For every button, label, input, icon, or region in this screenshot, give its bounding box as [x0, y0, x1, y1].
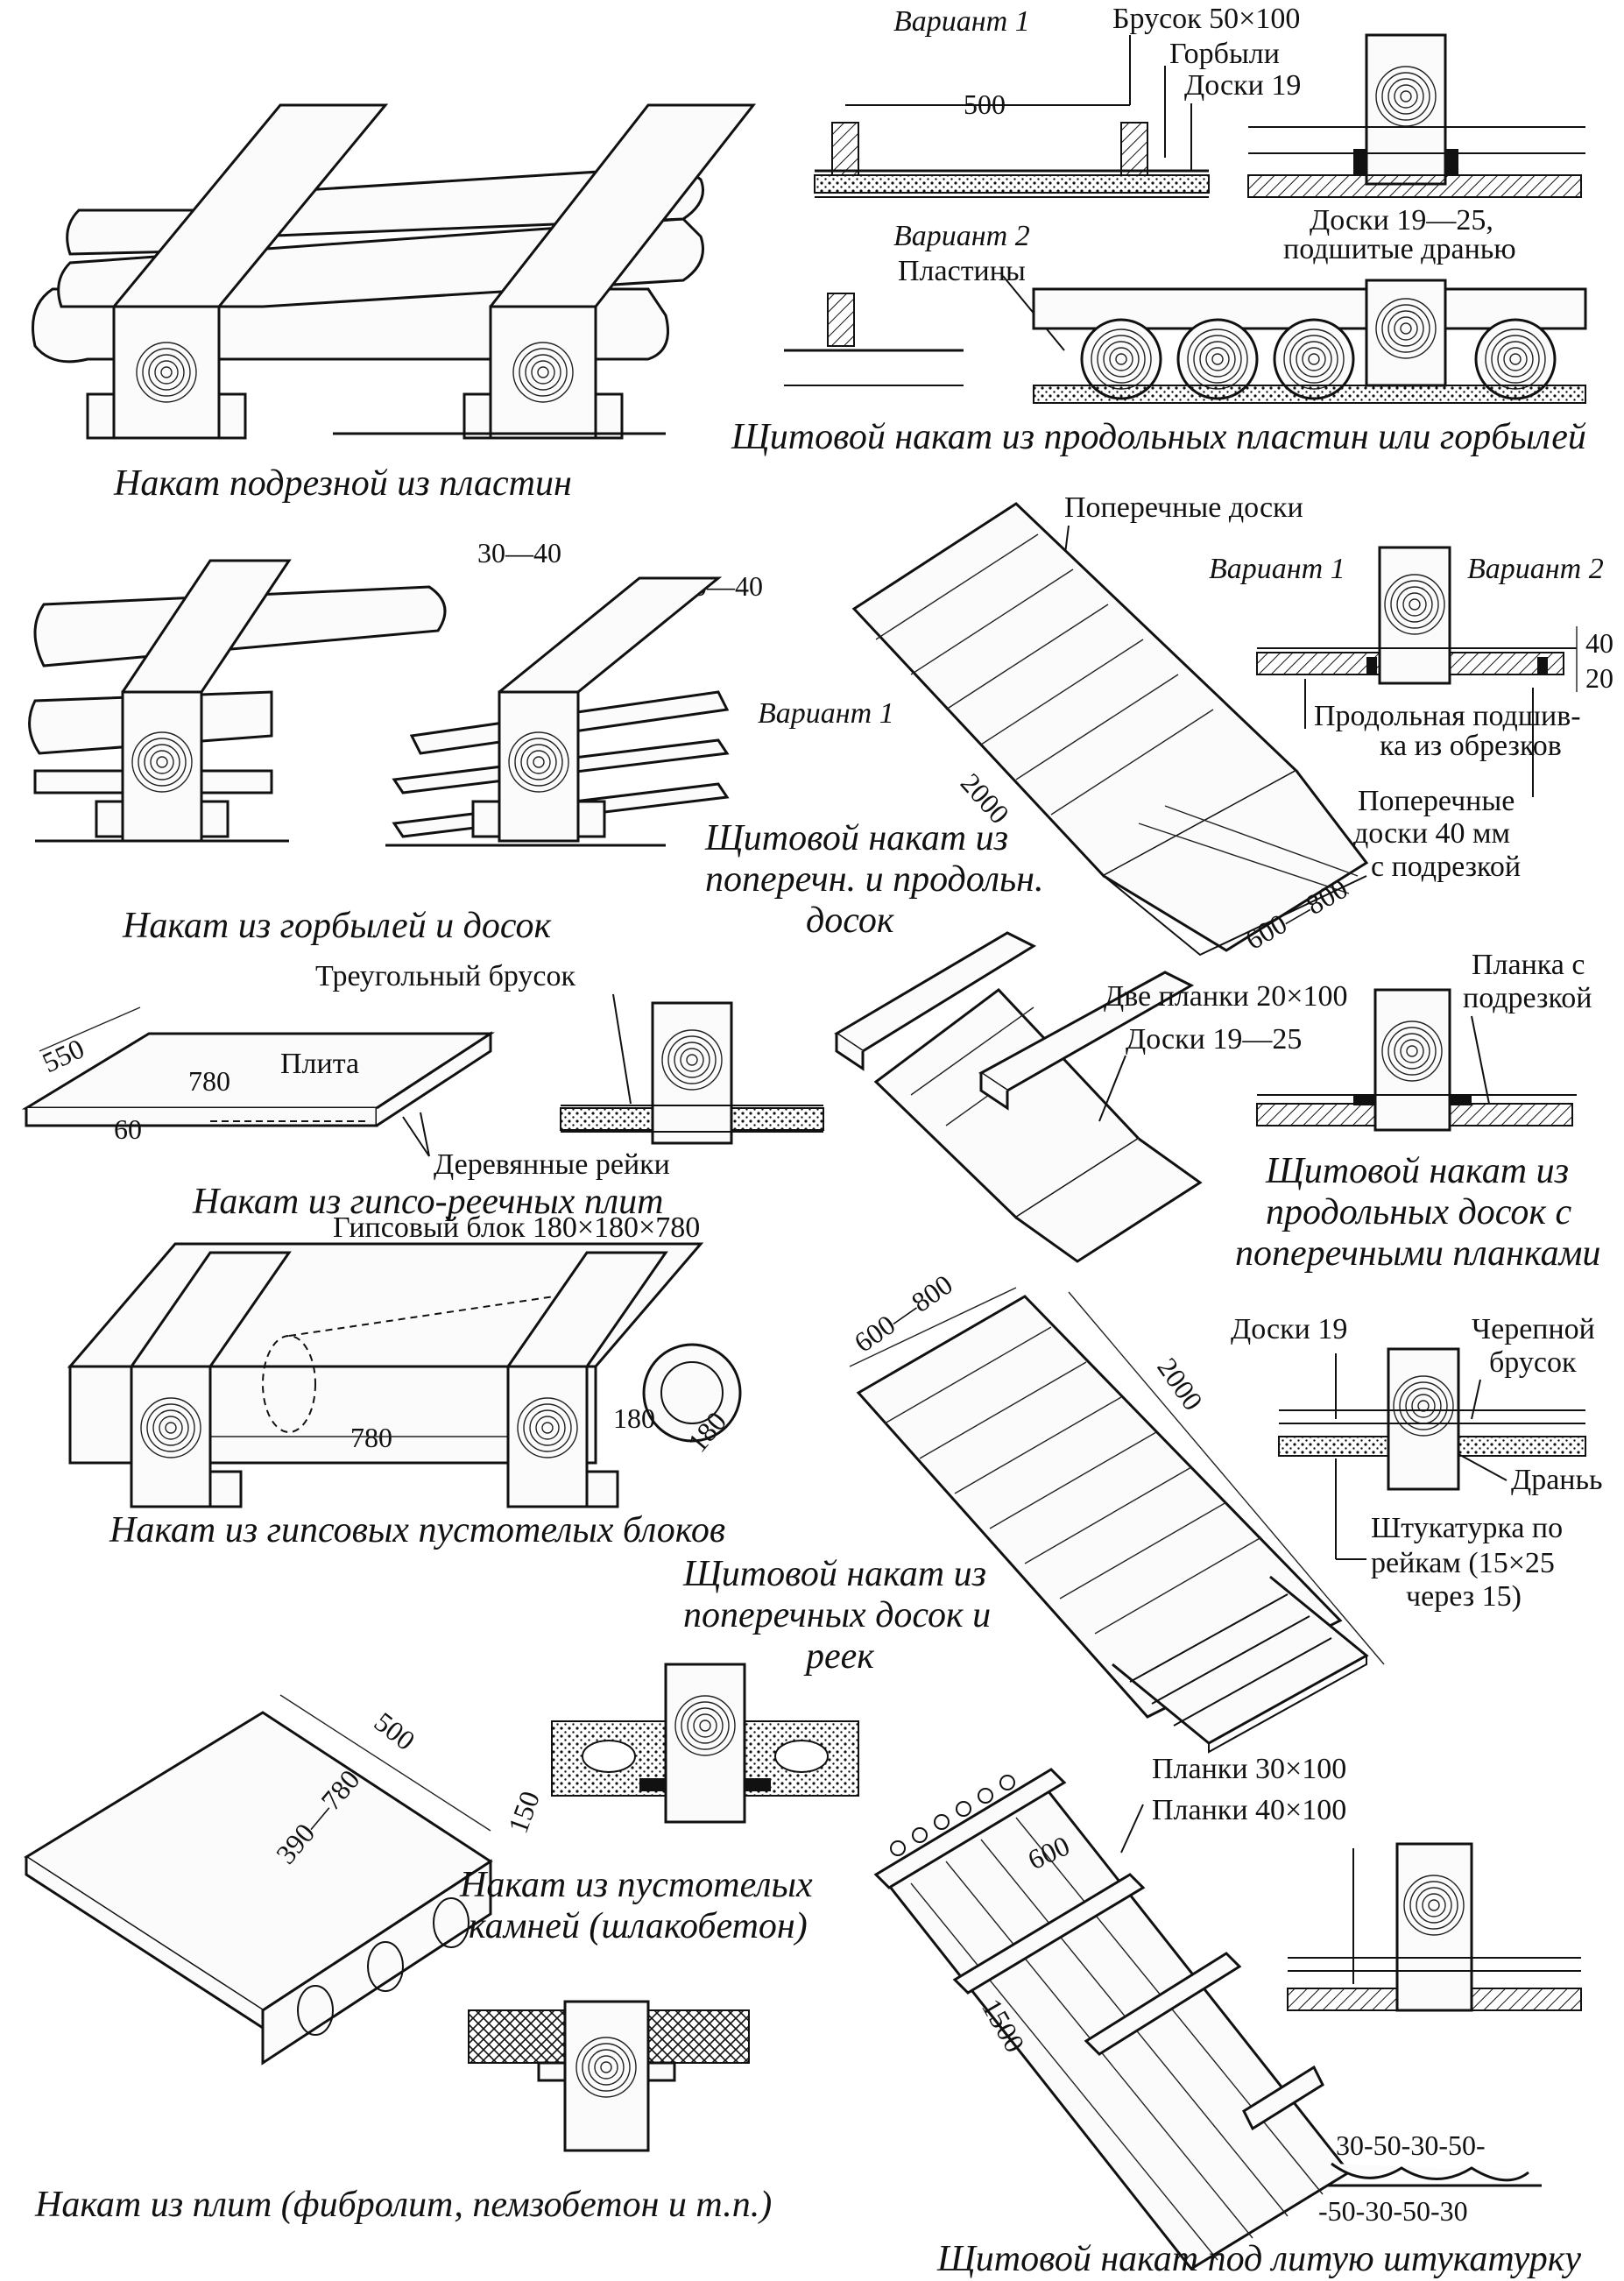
caption-nakat-plit: Накат из плит (фибролит, пемзобетон и т.… [34, 2185, 772, 2225]
label-shtuk-b: рейкам (15×25 [1371, 1547, 1555, 1579]
panel-nakat-gipsovykh: Гипсовый блок 180×180×780 780 180 180 На… [67, 1211, 742, 1550]
label-variant1-mid: Вариант 1 [1209, 553, 1345, 585]
panel-nakat-pustotelykh: Накат из пустотелых камней (шлакобетон) [459, 1663, 859, 1946]
label-variant1-top: Вариант 1 [893, 5, 1030, 38]
caption-nakat-podreznoy: Накат подрезной из пластин [113, 463, 572, 504]
label-planka-b: подрезкой [1463, 982, 1592, 1014]
label-variant2-top: Вариант 2 [893, 220, 1030, 252]
label-planki30: Планки 30×100 [1152, 1753, 1346, 1785]
caption-nakat-pustotelykh-1: Накат из пустотелых [459, 1865, 813, 1905]
caption-shchit-poperechn-1: Щитовой накат из [704, 818, 1008, 858]
panel-nakat-gipso-reech: Треугольный брусок 550 Плита 780 60 Дере… [21, 960, 824, 1222]
label-doski19-25-b: подшитые дранью [1283, 233, 1516, 265]
caption-shchit-poperech-reek-3: реек [803, 1636, 874, 1677]
label-shtuk-a: Штукатурка по [1371, 1512, 1563, 1544]
caption-shchit-poperechn-3: досок [806, 900, 894, 941]
dim-40: 40 [1585, 627, 1613, 659]
label-dve-planki: Две планки 20×100 [1104, 980, 1347, 1013]
caption-shchit-poperech-reek-1: Щитовой накат из [682, 1554, 986, 1594]
panel-shchit-prodolnykh-plastin: Вариант 1 Брусок 50×100 Горбыли Доски 19… [731, 3, 1587, 457]
dim-550: 550 [38, 1032, 89, 1078]
label-cherepnoy-b: брусок [1489, 1346, 1577, 1379]
panel-nakat-podreznoy: Накат подрезной из пластин [32, 103, 757, 504]
dim-60: 60 [114, 1113, 142, 1145]
label-gipsovy-blok: Гипсовый блок 180×180×780 [333, 1211, 700, 1244]
caption-shchit-prodolnykh-dosok-3: поперечными планками [1235, 1233, 1600, 1274]
caption-nakat-gipsovykh: Накат из гипсовых пустотелых блоков [109, 1510, 725, 1550]
panel-nakat-gorbyley: 30—40 30—40 Накат из горбылей и досок [28, 537, 763, 946]
label-prodolnaya-b: ка из обрезков [1380, 730, 1562, 762]
label-doski19-25-a: Доски 19—25, [1310, 204, 1493, 237]
label-poperechnye-doski: Поперечные доски [1064, 491, 1303, 524]
dim-500-b: 500 [369, 1705, 421, 1756]
caption-shchit-prodolnykh-plastin: Щитовой накат из продольных пластин или … [731, 417, 1586, 457]
label-planka-a: Планка с [1472, 949, 1585, 981]
label-poperechnye40-c: с подрезкой [1371, 851, 1521, 883]
dims-top: 30-50-30-50- [1336, 2129, 1486, 2161]
panel-shchit-prodolnykh-dosok: Две планки 20×100 Доски 19—25 Планка с п… [834, 931, 1600, 1274]
caption-nakat-gipso-reech: Накат из гипсо-реечных плит [192, 1182, 663, 1222]
label-plastiny: Пластины [898, 255, 1026, 287]
dim-780-a: 780 [188, 1065, 230, 1097]
label-dran: Драньь [1511, 1464, 1603, 1496]
dim-180-a: 180 [613, 1402, 655, 1434]
label-doski19-25-c: Доски 19—25 [1126, 1023, 1302, 1056]
label-doski19-b: Доски 19 [1231, 1313, 1347, 1345]
caption-nakat-pustotelykh-2: камней (шлакобетон) [469, 1906, 808, 1946]
label-poperechnye40-b: доски 40 мм [1353, 817, 1510, 850]
label-variant2-mid: Вариант 2 [1467, 553, 1604, 585]
label-variant1-board: Вариант 1 [758, 697, 894, 730]
dims-bottom: -50-30-50-30 [1318, 2195, 1468, 2227]
label-plita: Плита [280, 1048, 359, 1080]
label-treugolny: Треугольный брусок [315, 960, 576, 992]
dim-2000-b: 2000 [1151, 1352, 1209, 1416]
panel-shchit-litaya: Планки 30×100 Планки 40×100 600 1500 30-… [873, 1753, 1582, 2279]
panel-plita-iso: 500 150 390—780 [24, 1694, 546, 2066]
dim-150: 150 [502, 1787, 546, 1837]
label-prodolnaya-a: Продольная подшив- [1314, 700, 1581, 732]
dim-780-b: 780 [350, 1422, 392, 1453]
panel-shchit-poperechn: Поперечные доски 2000 600—800 Вариант 1 … [704, 491, 1613, 957]
dim-500-top: 500 [964, 88, 1006, 120]
label-cherepnoy-a: Черепной [1472, 1313, 1595, 1345]
dim-20: 20 [1585, 662, 1613, 694]
caption-shchit-prodolnykh-dosok-2: продольных досок с [1266, 1192, 1571, 1232]
label-gorbyli: Горбыли [1169, 38, 1280, 70]
label-poperechnye40-a: Поперечные [1358, 785, 1515, 817]
dim-30-40-a: 30—40 [477, 537, 561, 568]
caption-shchit-poperech-reek-2: поперечных досок и [683, 1595, 991, 1635]
panel-nakat-plit: Накат из плит (фибролит, пемзобетон и т.… [34, 2000, 772, 2225]
label-brusok: Брусок 50×100 [1112, 3, 1300, 35]
caption-shchit-litaya: Щитовой накат под литую штукатурку [936, 2239, 1581, 2279]
label-doski19-top: Доски 19 [1184, 69, 1301, 102]
label-shtuk-c: через 15) [1406, 1580, 1522, 1613]
caption-shchit-poperechn-2: поперечн. и продольн. [705, 859, 1044, 900]
caption-nakat-gorbyley: Накат из горбылей и досок [122, 906, 551, 946]
panel-shchit-poperech-reek: 600—800 2000 Щитовой накат из поперечных… [682, 1268, 1603, 1754]
label-planki40: Планки 40×100 [1152, 1794, 1346, 1826]
caption-shchit-prodolnykh-dosok-1: Щитовой накат из [1265, 1151, 1569, 1191]
label-derevyannye-reyki: Деревянные рейки [434, 1148, 670, 1181]
